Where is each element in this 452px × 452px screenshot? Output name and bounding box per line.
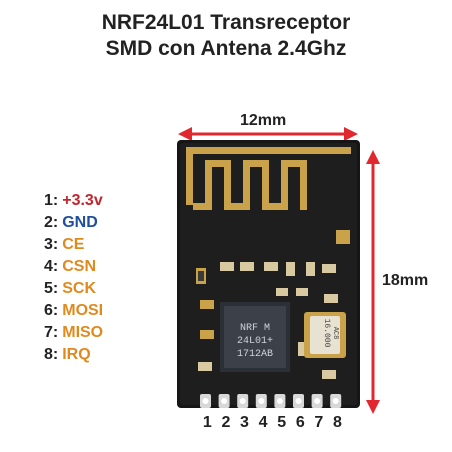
pin-row: 4:CSN (44, 256, 103, 278)
pin-number: 3: (44, 236, 59, 253)
pad-hole (239, 398, 246, 404)
pin-number-label: 6 (295, 414, 305, 431)
crystal-oscillator: 16.000 AC8 (304, 312, 346, 358)
antenna-trace (186, 147, 351, 244)
pin-number: 2: (44, 214, 59, 231)
pin-number: 4: (44, 258, 59, 275)
pin-name: MOSI (62, 302, 104, 319)
pad-hole (276, 398, 283, 404)
pin-number: 7: (44, 324, 59, 341)
chip-label-3: 1712AB (237, 349, 273, 360)
title-line-2: SMD con Antena 2.4Ghz (105, 37, 347, 60)
nrf-chip: NRF M 24L01+ 1712AB (220, 302, 290, 372)
height-label: 18mm (382, 272, 429, 289)
width-dimension-arrow (178, 127, 358, 141)
pin-number: 1: (44, 192, 59, 209)
width-label: 12mm (240, 112, 287, 129)
pin-name: CSN (62, 258, 97, 275)
castellated-pads (200, 394, 342, 408)
pin-number-label: 8 (333, 414, 342, 431)
crystal-label-2: AC8 (331, 327, 339, 340)
page-title: NRF24L01 Transreceptor SMD con Antena 2.… (0, 10, 452, 62)
pin-number-label: 5 (277, 414, 287, 431)
height-dimension-arrow (366, 150, 380, 414)
pin-number-label: 2 (221, 414, 231, 431)
pin-row: 7:MISO (44, 322, 103, 344)
crystal-label-1: 16.000 (322, 319, 331, 348)
chip-label-1: NRF M (240, 323, 270, 334)
pin-row: 5:SCK (44, 278, 103, 300)
pin-row: 8:IRQ (44, 344, 103, 366)
pin-number-label: 1 (202, 414, 212, 431)
pin-row: 3:CE (44, 234, 103, 256)
pin-name: GND (62, 214, 98, 231)
pin-number-label: 4 (258, 414, 268, 431)
pin-name: CE (62, 236, 85, 253)
pin-number: 6: (44, 302, 59, 319)
pad-hole (314, 398, 321, 404)
pin-number-label: 3 (240, 414, 249, 431)
pin-name: SCK (62, 280, 97, 297)
pad-hole (332, 398, 339, 404)
chip-label-2: 24L01+ (237, 336, 273, 347)
pad-hole (295, 398, 302, 404)
pin-row: 1:+3.3v (44, 190, 103, 212)
title-line-1: NRF24L01 Transreceptor (101, 11, 351, 34)
pad-hole (202, 398, 209, 404)
pad-hole (221, 398, 228, 404)
pin-row: 6:MOSI (44, 300, 103, 322)
pin-name: MISO (62, 324, 104, 341)
smd-components (196, 262, 338, 379)
pin-number-label: 7 (314, 414, 324, 431)
pin-name: IRQ (62, 346, 91, 363)
pin-name: +3.3v (62, 192, 103, 209)
pin-number: 5: (44, 280, 59, 297)
pin-number: 8: (44, 346, 59, 363)
pin-row: 2:GND (44, 212, 103, 234)
pad-hole (258, 398, 265, 404)
